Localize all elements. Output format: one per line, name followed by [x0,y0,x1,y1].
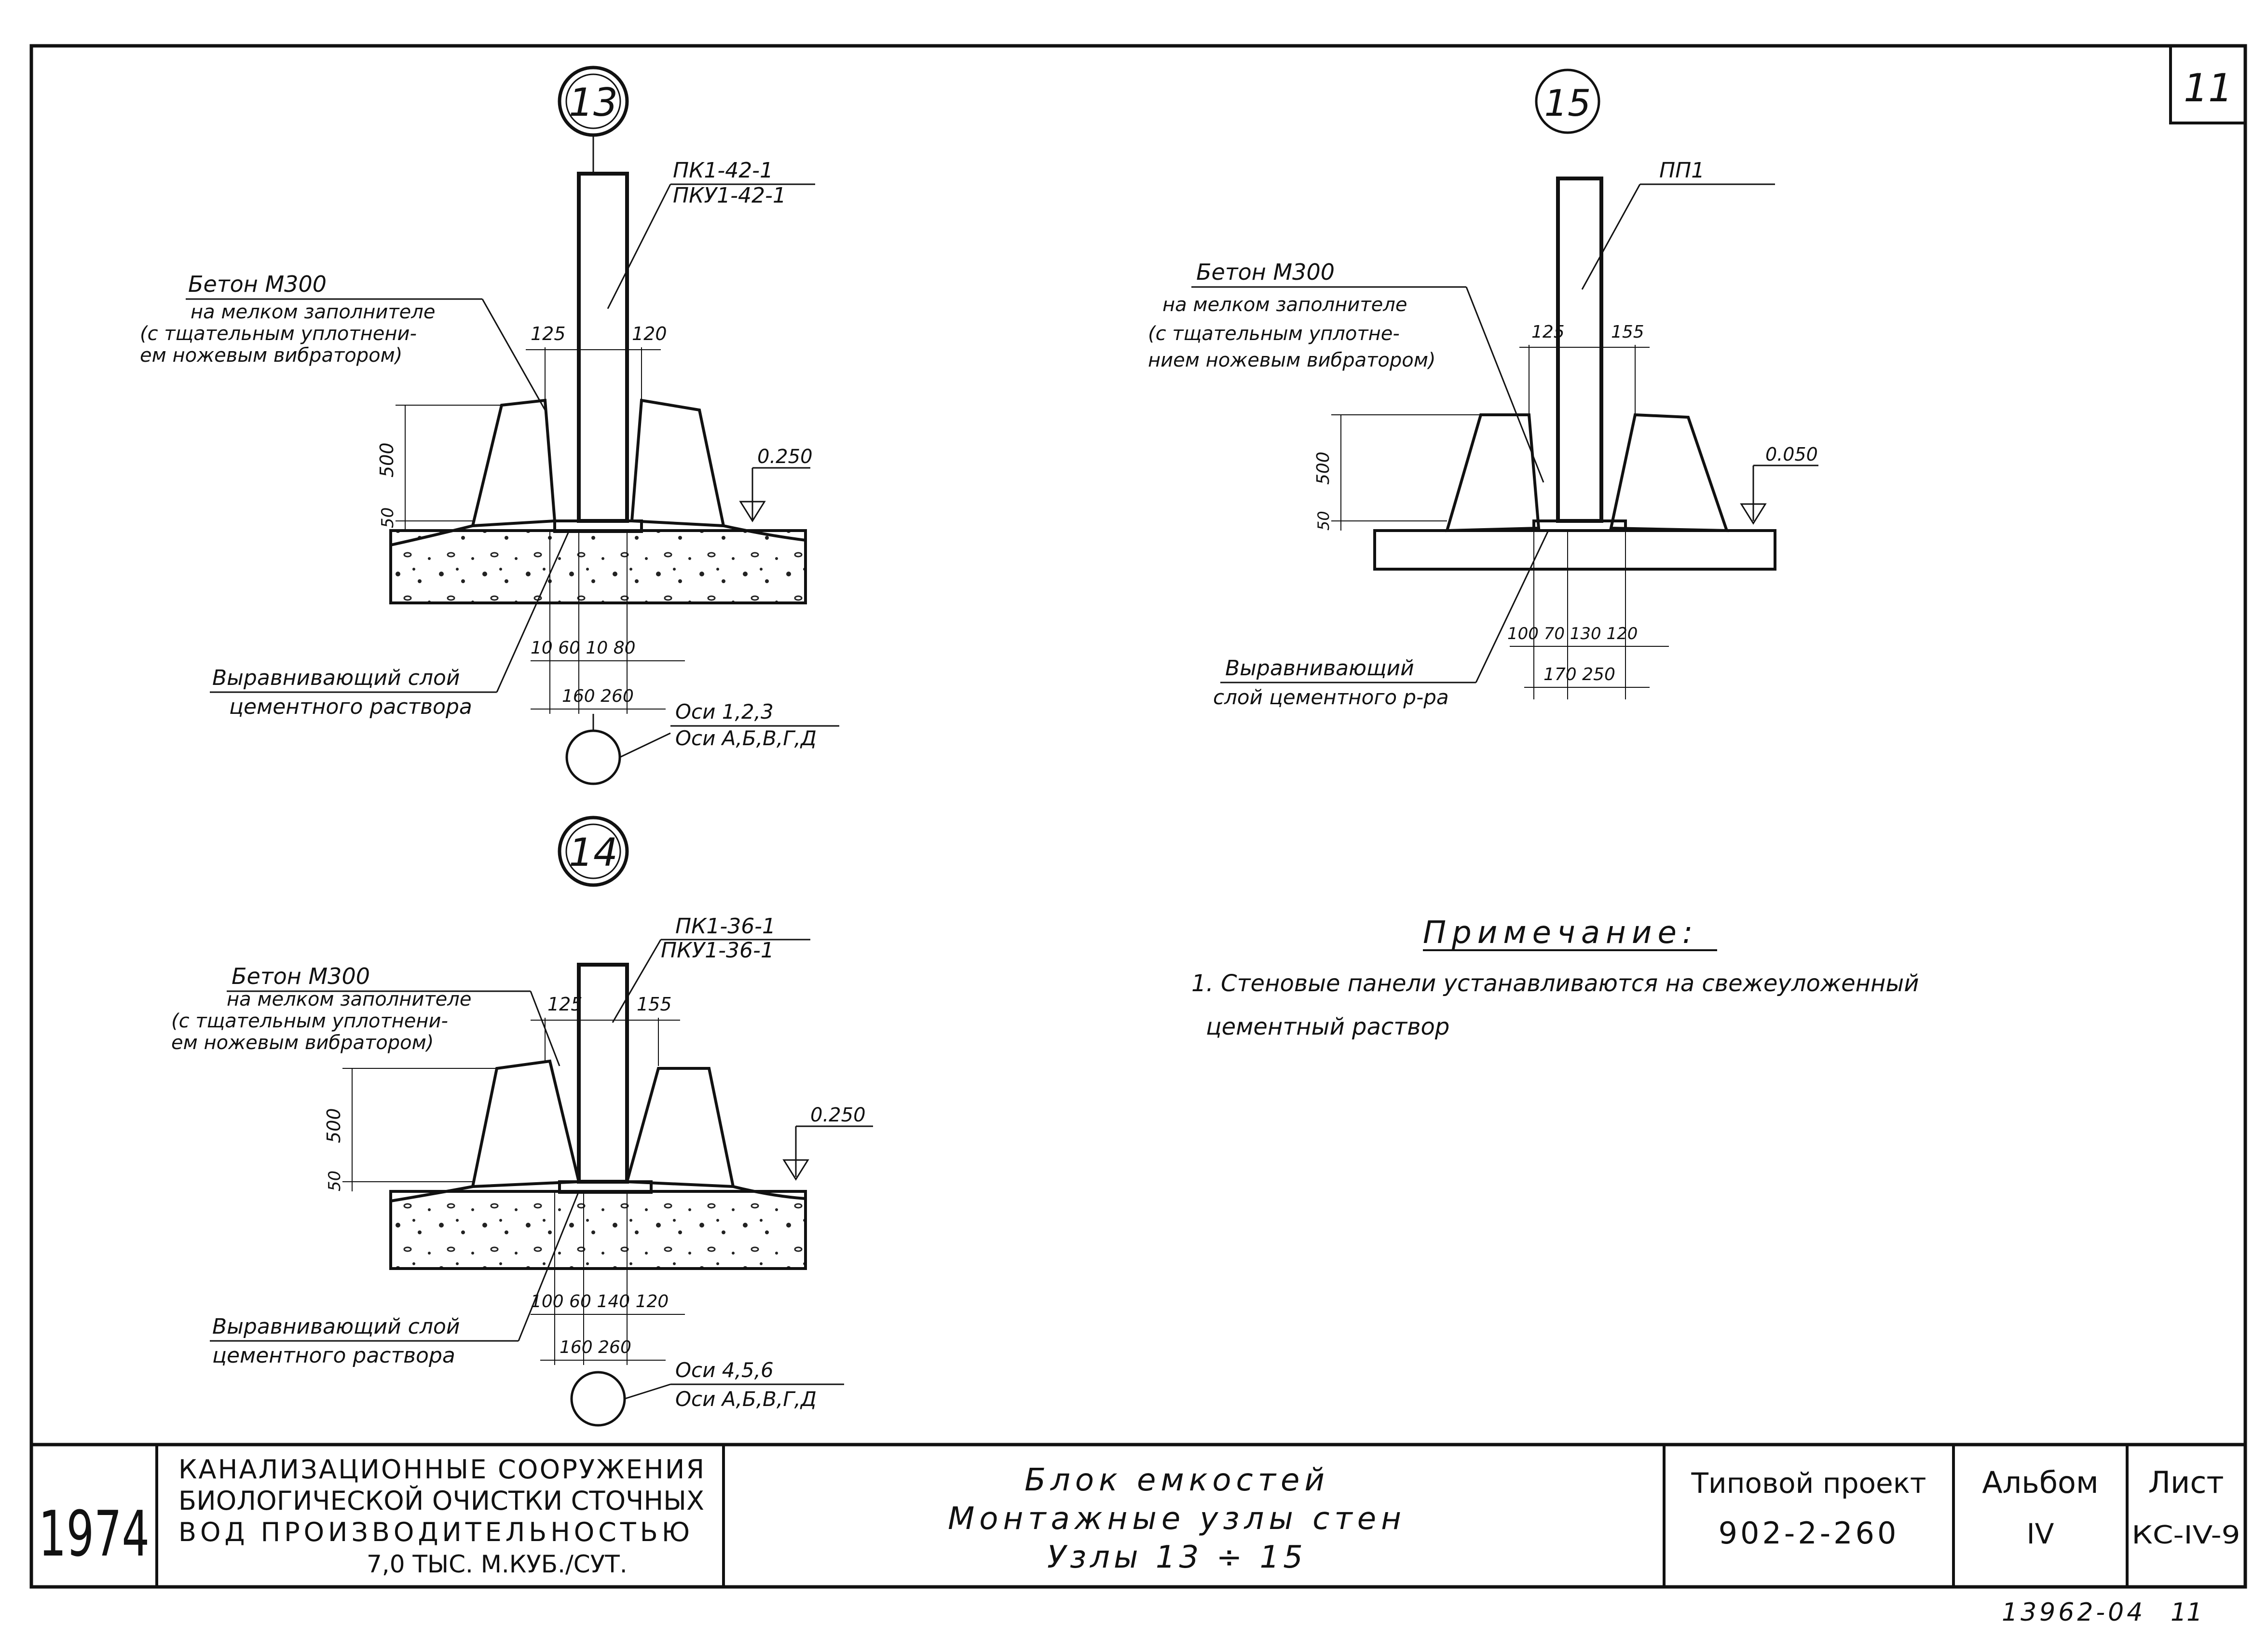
sheet-number-box [2169,44,2247,124]
project-line-3: ВОД ПРОИЗВОДИТЕЛЬНОСТЬЮ [178,1517,690,1547]
concrete-label-3: (с тщательным уплотнени- [140,323,417,345]
panel-mark-2: ПКУ1-42-1 [673,183,786,208]
sheet-number: 11 [2184,66,2233,110]
leveling-label-1: Выравнивающий слой [212,666,460,690]
project-line-1: КАНАЛИЗАЦИОННЫЕ СООРУЖЕНИЯ [178,1454,704,1485]
album-label: Альбом [1982,1465,2099,1500]
note-line-2: цементный раствор [1206,1013,1449,1040]
detail-14-number: 14 [569,830,618,875]
leveling-label-1: Выравнивающий [1225,656,1414,681]
wall-panel [577,172,629,523]
drawing-title-1: Блок емкостей [1024,1462,1329,1498]
bottom-dims-1: 100 70 130 120 [1507,624,1638,643]
bottom-dims-1: 100 60 140 120 [531,1292,669,1311]
level-mark: 0.250 [757,446,813,468]
dim-right-top: 155 [637,994,672,1015]
axes-label-1: Оси 1,2,3 [675,700,774,724]
year: 1974 [39,1497,150,1570]
concrete-label-1: Бетон М300 [188,271,327,297]
note-title: Примечание: [1423,915,1698,951]
concrete-haunch-right [625,1067,735,1188]
concrete-label-1: Бетон М300 [1196,259,1335,285]
dim-right-top: 120 [632,323,667,344]
dim-right-top: 155 [1611,322,1644,342]
leveling-label-2: цементного раствора [212,1343,455,1368]
dim-left-top: 125 [547,994,583,1015]
sheet-value: КС-IV-9 [2132,1521,2240,1550]
concrete-haunch-left [1445,413,1541,532]
detail-15-number: 15 [1544,82,1591,124]
panel-mark-2: ПКУ1-36-1 [661,938,774,963]
axes-label-2: Оси А,Б,В,Г,Д [675,1387,817,1411]
level-mark: 0.250 [810,1104,866,1126]
leveling-label-2: цементного раствора [229,695,472,719]
detail-13: 13 ПК1-42-1 ПКУ1-42-1 Бетон М300 на мелк… [140,66,839,785]
project-line-2: БИОЛОГИЧЕСКОЙ ОЧИСТКИ СТОЧНЫХ [178,1486,704,1516]
archive-sheet: 11 [2171,1598,2202,1627]
dim-height: 500 [1313,451,1333,485]
note-line-1: 1. Стеновые панели устанавливаются на св… [1191,970,1919,997]
dim-height: 500 [323,1108,344,1143]
concrete-label-3: (с тщательным уплотнени- [171,1010,448,1032]
detail-13-number: 13 [569,80,618,125]
axes-label-1: Оси 4,5,6 [675,1358,774,1382]
leveling-layer [553,519,643,533]
panel-mark-1: ПК1-36-1 [675,914,776,939]
concrete-haunch-right [630,398,725,528]
concrete-haunch-left [471,398,557,528]
dim-layer: 50 [1314,511,1333,531]
wall-panel [1556,177,1603,523]
leveling-layer [1532,519,1627,532]
type-project-value: 902-2-260 [1719,1515,1899,1551]
foundation-slab [1373,529,1776,571]
archive-number: 13962-04 [2002,1598,2145,1627]
leveling-label-2: слой цементного р-ра [1213,685,1449,709]
wall-panel [577,963,629,1184]
concrete-label-4: ем ножевым вибратором) [140,344,402,367]
leveling-layer [558,1180,653,1194]
concrete-label-4: нием ножевым вибратором) [1148,349,1436,371]
panel-mark-1: ПК1-42-1 [673,158,773,183]
sheet-frame [29,44,2247,1589]
dim-layer: 50 [378,507,397,528]
concrete-label-2: на мелком заполнителе [1162,294,1407,316]
bottom-dims-2: 160 260 [560,1338,631,1357]
bottom-dims-1: 10 60 10 80 [531,638,636,658]
axis-bubble [565,729,621,785]
drawing-title-3: Узлы 13 ÷ 15 [1047,1540,1307,1575]
axes-label-2: Оси А,Б,В,Г,Д [675,726,817,750]
concrete-haunch-right [1609,413,1729,532]
dim-left-top: 125 [531,323,566,344]
concrete-label-2: на мелком заполнителе [191,301,435,323]
project-line-4: 7,0 ТЫС. М.КУБ./СУТ. [367,1550,628,1578]
dim-left-top: 125 [1531,322,1565,342]
panel-mark-1: ПП1 [1659,158,1705,183]
foundation-slab [391,1191,806,1269]
detail-15: 15 ПП1 Бетон М300 на мелком заполнителе … [1148,68,1818,709]
concrete-label-2: на мелком заполнителе [227,988,471,1010]
sheet-label: Лист [2148,1465,2224,1500]
level-mark: 0.050 [1765,444,1818,465]
note-block: Примечание: 1. Стеновые панели устанавли… [1191,915,1919,1040]
concrete-haunch-left [471,1059,581,1188]
album-value: IV [2027,1517,2054,1550]
type-project-label: Типовой проект [1691,1467,1926,1500]
bottom-dims-2: 160 260 [562,686,634,706]
detail-15-marker [1535,68,1600,134]
leveling-label-1: Выравнивающий слой [212,1314,460,1339]
concrete-label-4: ем ножевым вибратором) [171,1032,434,1054]
foundation-slab [391,531,806,603]
detail-14-marker [558,816,629,887]
detail-14: 14 ПК1-36-1 ПКУ1-36-1 Бетон М300 на мелк… [171,816,873,1427]
title-block: 1974 КАНАЛИЗАЦИОННЫЕ СООРУЖЕНИЯ БИОЛОГИЧ… [31,1443,2245,1587]
concrete-label-3: (с тщательным уплотне- [1148,323,1400,345]
concrete-label-1: Бетон М300 [232,963,370,989]
axis-bubble [570,1371,626,1427]
bottom-dims-2: 170 250 [1543,665,1615,684]
drawing-title-2: Монтажные узлы стен [948,1501,1406,1537]
dim-layer: 50 [325,1171,344,1191]
dim-height: 500 [376,442,397,478]
